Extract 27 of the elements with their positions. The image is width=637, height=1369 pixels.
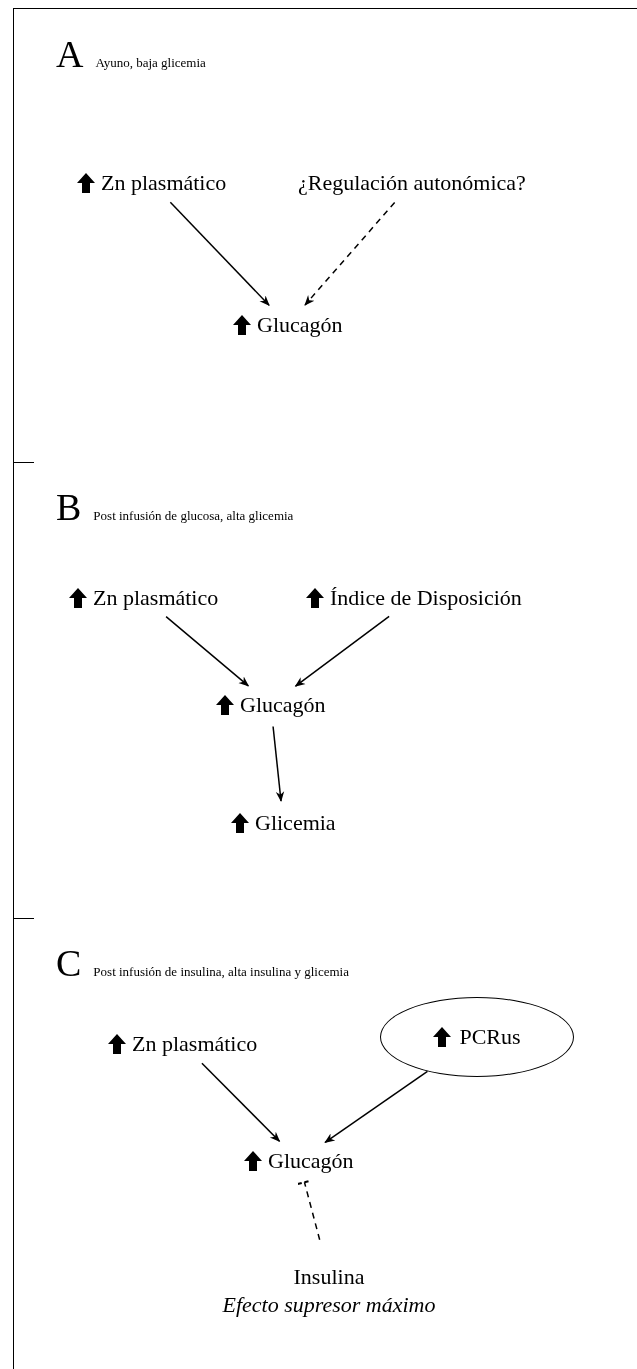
arrow xyxy=(304,201,396,306)
node-note: Efecto supresor máximo xyxy=(222,1290,436,1318)
node-label: Glucagón xyxy=(257,311,343,339)
node-label: Zn plasmático xyxy=(101,169,227,197)
node-label: ¿Regulación autonómica? xyxy=(298,169,526,197)
arrow xyxy=(165,615,250,687)
panel-letter: B xyxy=(56,488,82,526)
arrow xyxy=(272,725,285,803)
arrow xyxy=(169,201,270,306)
node-label: Índice de Disposición xyxy=(330,584,522,612)
node-label: Insulina xyxy=(293,1263,365,1291)
panel-subtitle: Ayuno, baja glicemia xyxy=(95,56,206,69)
node-label: Zn plasmático xyxy=(93,584,219,612)
node-label: Glicemia xyxy=(255,809,336,837)
node-label: Glucagón xyxy=(240,691,326,719)
node-label: PCRus xyxy=(459,1023,521,1051)
arrow xyxy=(324,1070,429,1144)
arrow xyxy=(201,1062,281,1143)
panel-letter: C xyxy=(56,944,82,982)
panel-subtitle: Post infusión de insulina, alta insulina y glicemia xyxy=(93,965,349,978)
arrow xyxy=(294,615,390,687)
inhibition-line xyxy=(296,1179,321,1241)
panel-subtitle: Post infusión de glucosa, alta glicemia xyxy=(93,509,294,522)
panel-letter: A xyxy=(56,35,84,73)
node-label: Glucagón xyxy=(268,1147,354,1175)
panel xyxy=(13,8,637,462)
node-label: Zn plasmático xyxy=(132,1030,258,1058)
